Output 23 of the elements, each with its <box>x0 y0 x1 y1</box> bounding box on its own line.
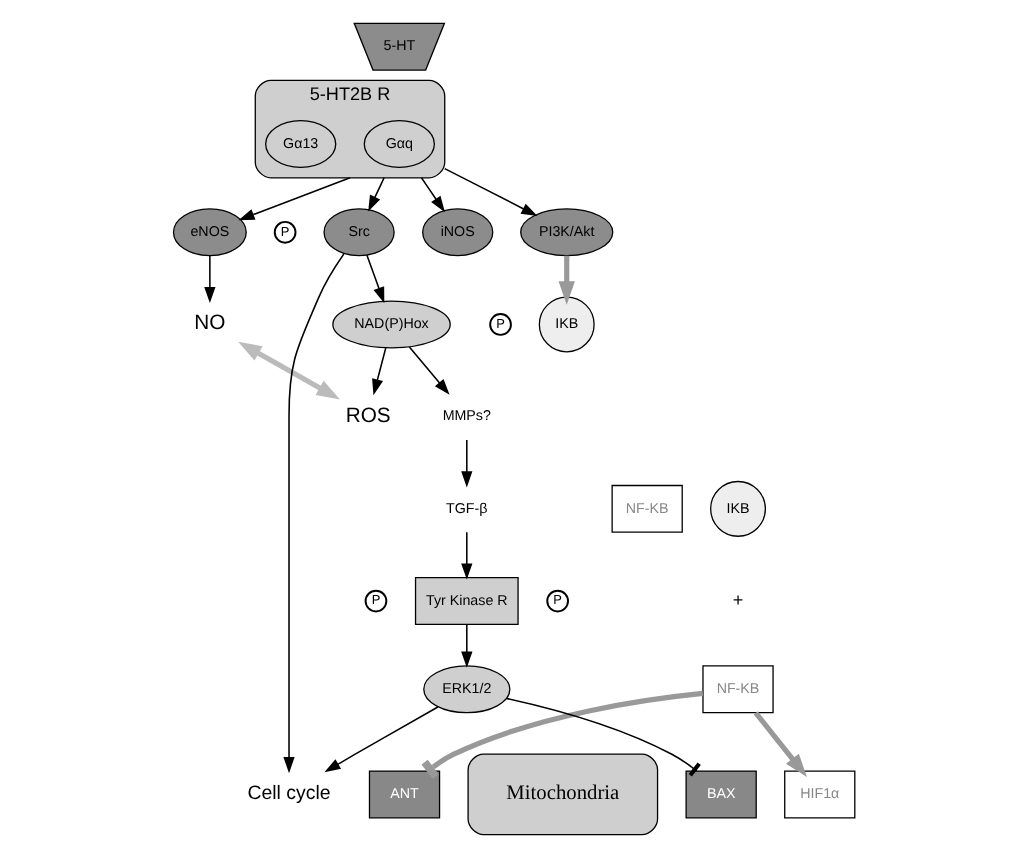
arrow <box>407 345 449 394</box>
arrow <box>460 623 472 667</box>
arrow <box>442 166 537 215</box>
arrow <box>237 176 350 220</box>
arrow <box>419 176 444 212</box>
arrow <box>557 254 574 304</box>
arrow <box>460 530 472 579</box>
node-text: ROS <box>344 404 390 427</box>
arrow <box>460 438 472 487</box>
connector <box>504 696 700 776</box>
arrow <box>203 253 215 303</box>
arrow <box>752 710 806 777</box>
arrow <box>371 346 386 395</box>
arrow <box>323 705 438 772</box>
connector <box>420 689 702 778</box>
node-box: Mitochondria <box>466 752 658 835</box>
node-text: NO <box>193 312 225 335</box>
arrow <box>367 176 384 211</box>
arrow <box>282 252 344 773</box>
label: + <box>731 588 743 609</box>
arrow <box>237 340 339 399</box>
node-text: Cell cycle <box>246 781 330 804</box>
arrow <box>365 253 384 303</box>
